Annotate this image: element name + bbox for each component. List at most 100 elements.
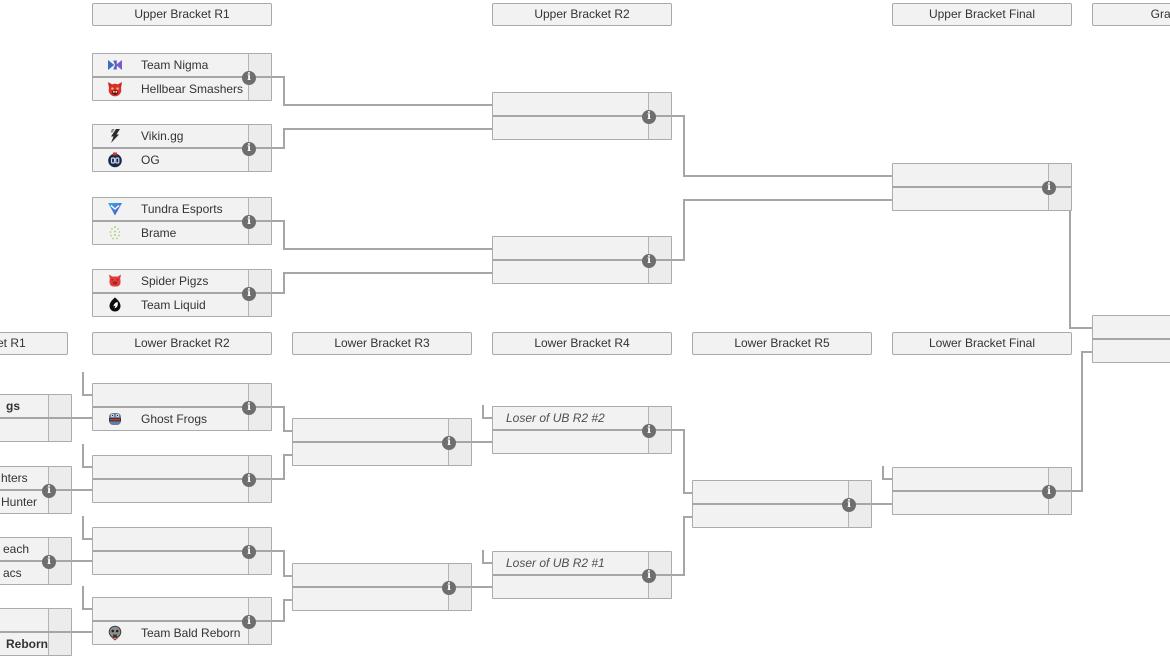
connector-line [71, 631, 93, 633]
team-name[interactable]: Spider Pigzs [141, 274, 209, 288]
team-nigma-logo [107, 57, 123, 73]
match-lb-final: i [892, 467, 1072, 515]
team-row: Team Nigma [93, 54, 271, 76]
score-cell [648, 117, 671, 139]
team-name-truncated[interactable]: Hunter [1, 495, 38, 509]
loser-drop-elbow [82, 394, 92, 396]
team-name[interactable]: Team Liquid [141, 298, 206, 312]
score-cell [248, 480, 271, 502]
match-info-icon[interactable]: i [242, 215, 256, 229]
match-lb-r4-2: Loser of UB R2 #1 i [492, 551, 672, 599]
match-info-icon[interactable]: i [842, 498, 856, 512]
team-name-truncated[interactable]: hters [1, 471, 28, 485]
score-cell [248, 294, 271, 316]
match-info-icon[interactable]: i [642, 569, 656, 583]
match-info-icon[interactable]: i [242, 615, 256, 629]
match-info-icon[interactable]: i [1042, 485, 1056, 499]
team-name[interactable]: Vikin.gg [141, 129, 184, 143]
row-divider [493, 259, 671, 261]
row-divider [893, 490, 1071, 492]
score-cell [48, 395, 71, 417]
score-cell [248, 270, 271, 292]
match-info-icon[interactable]: i [242, 287, 256, 301]
match-lb-r4-1: Loser of UB R2 #2 i [492, 406, 672, 454]
score-cell [1048, 188, 1071, 210]
loser-drop-elbow [82, 466, 92, 468]
team-row [93, 528, 271, 550]
header-upper-bracket-r1: Upper Bracket R1 [92, 3, 272, 26]
team-row [1093, 316, 1170, 338]
score-cell [48, 467, 71, 489]
team-name-truncated[interactable]: gs [6, 399, 21, 413]
row-divider [293, 441, 471, 443]
match-lb-r2-3: i [92, 527, 272, 575]
team-row [893, 164, 1071, 186]
match-info-icon[interactable]: i [642, 254, 656, 268]
team-row [493, 431, 671, 453]
team-row: Spider Pigzs [93, 270, 271, 292]
score-cell [448, 419, 471, 441]
connector-line [283, 272, 492, 274]
loser-drop-elbow [82, 444, 84, 467]
match-info-icon[interactable]: i [242, 401, 256, 415]
match-info-icon[interactable]: i [42, 484, 56, 498]
team-row [93, 480, 271, 502]
team-name-truncated[interactable]: Reborn [6, 637, 48, 651]
team-row [93, 598, 271, 620]
team-name[interactable]: Brame [141, 226, 177, 240]
score-cell [48, 609, 71, 631]
connector-line [683, 199, 892, 201]
spider-pigzs-logo [107, 273, 123, 289]
score-cell [648, 407, 671, 429]
connector-line [283, 406, 285, 432]
team-row [1093, 340, 1170, 362]
score-cell [248, 552, 271, 574]
team-row [93, 552, 271, 574]
team-row: Tundra Esports [93, 198, 271, 220]
match-lb-r2-4: Team Bald Reborn i [92, 597, 272, 645]
team-row: Loser of UB R2 #1 [493, 552, 671, 574]
score-cell [848, 505, 871, 527]
team-name[interactable]: Team Nigma [141, 58, 209, 72]
score-cell [48, 633, 71, 655]
team-name[interactable]: OG [141, 153, 160, 167]
team-name-truncated[interactable]: each [3, 542, 30, 556]
score-cell [248, 125, 271, 147]
match-info-icon[interactable]: i [242, 142, 256, 156]
team-name[interactable]: Team Bald Reborn [141, 626, 241, 640]
score-cell [248, 198, 271, 220]
match-info-icon[interactable]: i [242, 545, 256, 559]
team-name[interactable]: Ghost Frogs [141, 412, 208, 426]
team-row [893, 468, 1071, 490]
connector-line [683, 429, 685, 494]
team-row [493, 237, 671, 259]
team-name[interactable]: Hellbear Smashers [141, 82, 244, 96]
score-cell [1048, 492, 1071, 514]
row-divider [93, 147, 271, 149]
row-divider [493, 115, 671, 117]
team-name-truncated[interactable]: acs [3, 566, 22, 580]
match-info-icon[interactable]: i [442, 436, 456, 450]
team-row: Brame [93, 222, 271, 244]
match-info-icon[interactable]: i [642, 110, 656, 124]
team-row: Ghost Frogs [93, 408, 271, 430]
row-divider [93, 406, 271, 408]
connector-line [283, 220, 285, 250]
match-info-icon[interactable]: i [42, 555, 56, 569]
connector-line [683, 175, 892, 177]
score-cell [248, 78, 271, 100]
score-cell [248, 384, 271, 406]
match-info-icon[interactable]: i [242, 473, 256, 487]
match-info-icon[interactable]: i [442, 581, 456, 595]
match-info-icon[interactable]: i [1042, 181, 1056, 195]
team-row [293, 588, 471, 610]
match-lb-r1-4: Reborn [0, 608, 72, 656]
match-ub-r2-1: i [492, 92, 672, 140]
match-info-icon[interactable]: i [242, 71, 256, 85]
match-ub-r1-4: Spider Pigzs Team Liquid i [92, 269, 272, 317]
team-name[interactable]: Tundra Esports [141, 202, 223, 216]
match-info-icon[interactable]: i [642, 424, 656, 438]
connector-line [452, 441, 492, 443]
row-divider [0, 560, 71, 562]
